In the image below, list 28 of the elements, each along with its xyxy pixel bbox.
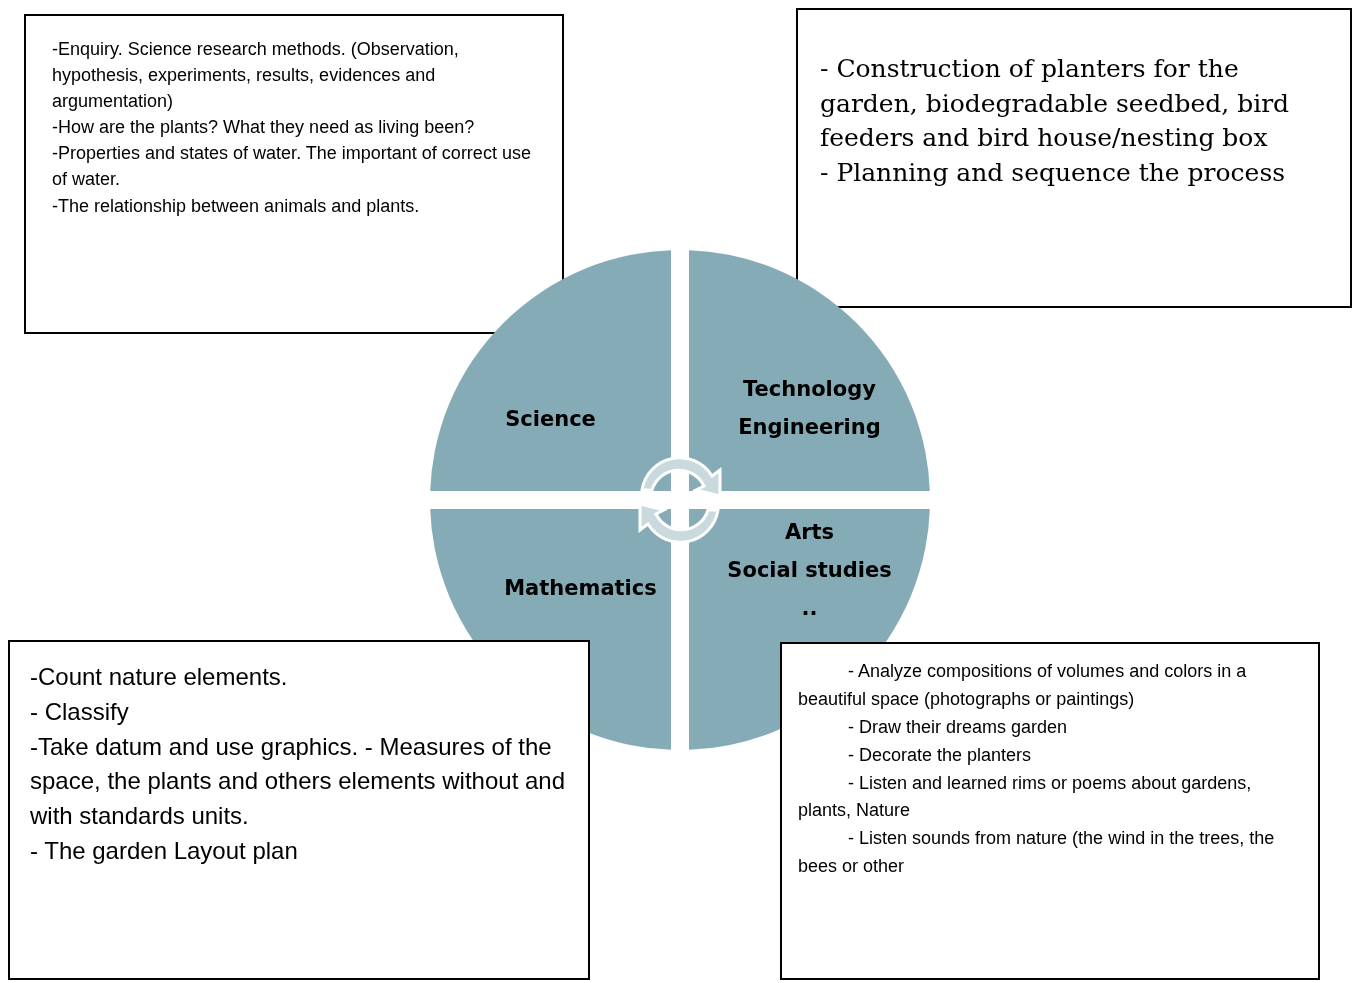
bullet-text: - Classify <box>30 696 130 727</box>
bullet-text: - Draw their dreams garden <box>847 715 1069 739</box>
bullet-text: - Listen and learned rims or poems about gardens, plants, Nature <box>798 771 1253 823</box>
bullet-text: -Properties and states of water. The important of correct use of water. <box>52 142 532 192</box>
bullet-text: - Analyze compositions of volumes and colors in a beautiful space (photographs or paintings) <box>798 660 1248 711</box>
quadrant-label: Mathematics <box>504 575 657 602</box>
quadrant-label: Engineering <box>738 414 881 441</box>
bullet-text: - Listen sounds from nature (the wind in the trees, the bees or other <box>798 827 1276 879</box>
bullet-text: -Enquiry. Science research methods. (Observation, hypothesis, experiments, results, evidences and argumentation) <box>52 38 460 114</box>
quadrant-label: Technology <box>743 376 876 403</box>
bullet-text: - Construction of planters for the garden, biodegradable seedbed, bird feeders and bird house/nesting box <box>820 53 1291 154</box>
quadrant-label: Social studies <box>727 557 892 584</box>
bullet-text: - Decorate the planters <box>847 743 1033 767</box>
circle-quadrant <box>689 250 930 491</box>
bullet-text: -The relationship between animals and plants. <box>52 194 421 218</box>
bullet-text: - The garden Layout plan <box>30 836 299 866</box>
bullet-text: -Take datum and use graphics. - Measures of the space, the plants and others elements without and with standards units. <box>30 731 566 832</box>
bullet-text: -How are the plants? What they need as living been? <box>52 116 476 140</box>
quadrant-label: Arts <box>784 519 835 546</box>
quadrant-label: Science <box>505 406 596 433</box>
quadrant-label: .. <box>801 595 818 622</box>
bullet-text: - Planning and sequence the process <box>820 156 1287 189</box>
text-box <box>780 642 1320 980</box>
text-box <box>796 8 1352 308</box>
bullet-text: -Count nature elements. <box>30 662 289 692</box>
text-box <box>8 640 590 980</box>
text-box <box>24 14 564 334</box>
circle-quadrant <box>430 250 671 491</box>
